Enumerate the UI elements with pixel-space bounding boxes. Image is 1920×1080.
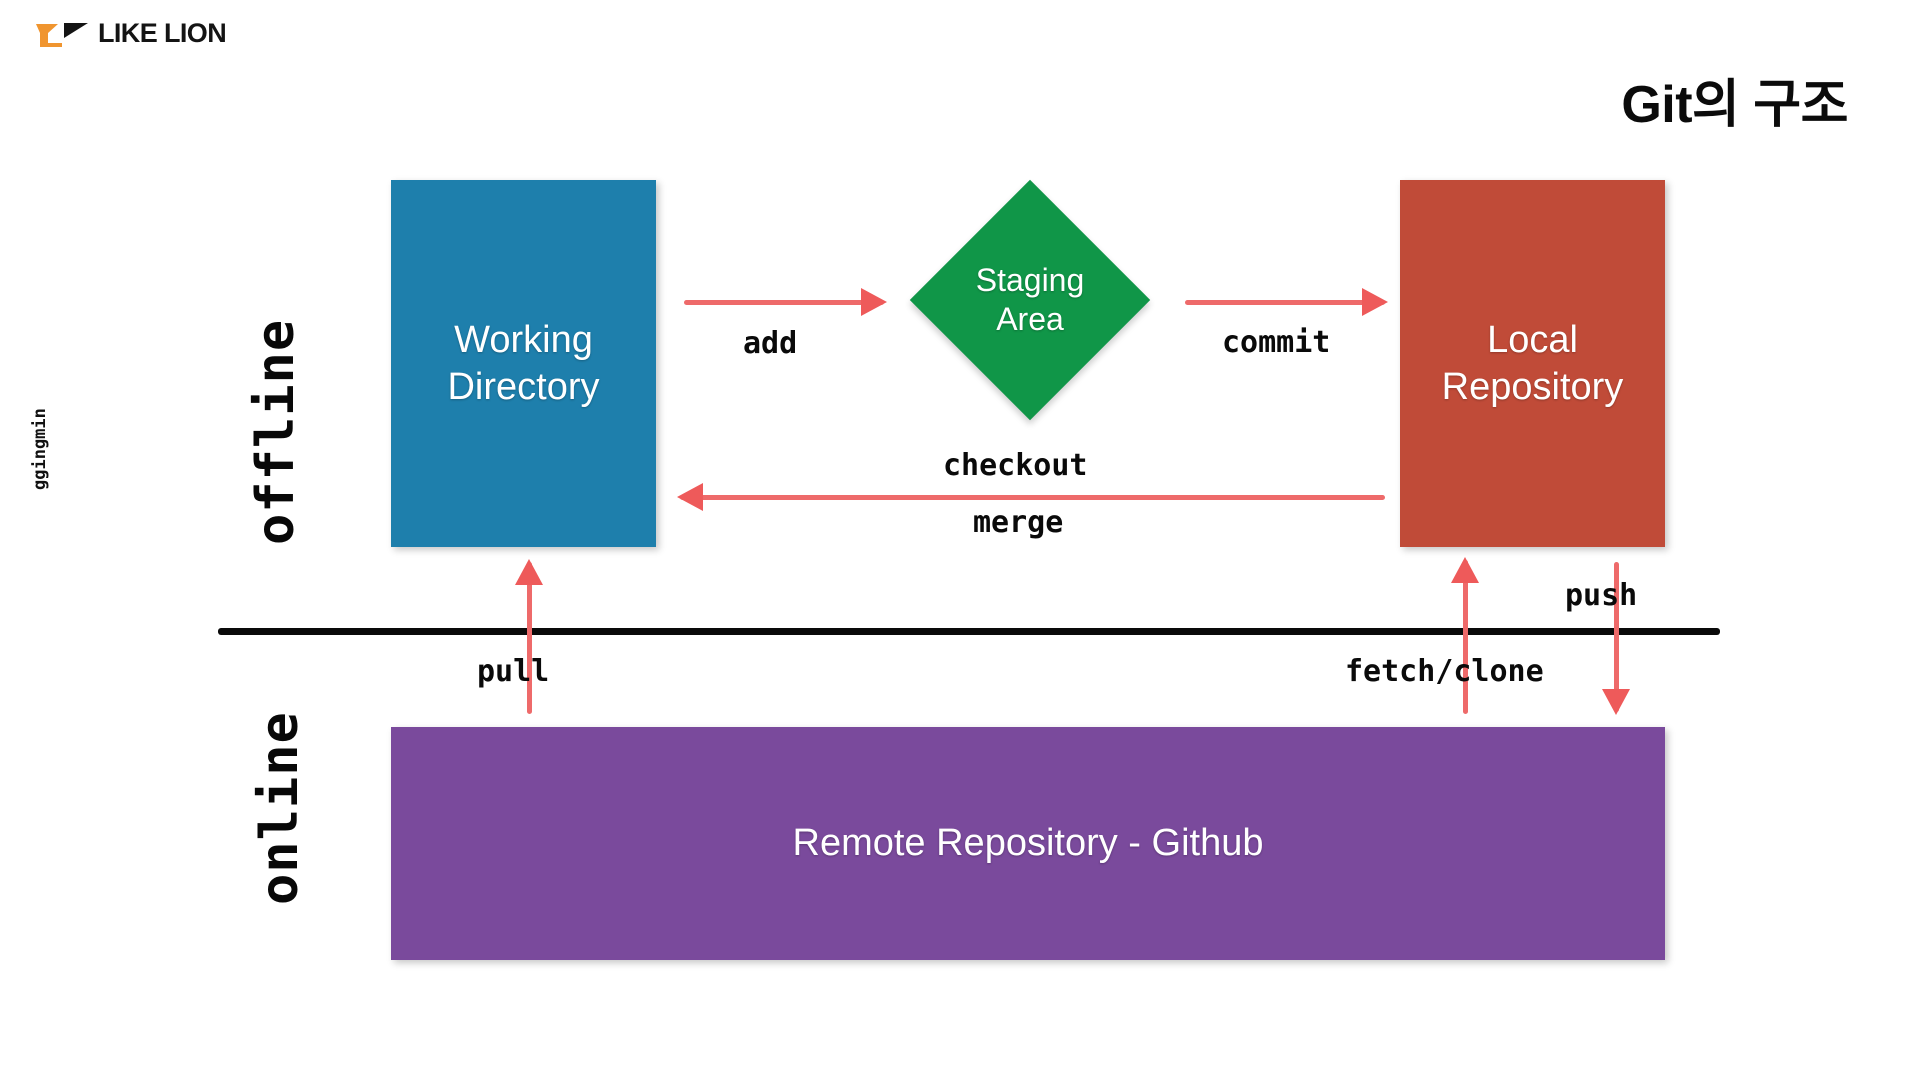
node-staging-area-label: Staging Area — [975, 261, 1085, 337]
arrow-commit-shaft — [1185, 300, 1385, 305]
page-title: Git의 구조 — [1621, 76, 1848, 134]
author-watermark: ggingmin — [30, 408, 50, 490]
section-label-online: online — [250, 711, 310, 905]
arrow-pull — [515, 559, 543, 714]
arrow-fetch-clone — [1451, 557, 1479, 714]
node-local-repository[interactable]: Local Repository — [1400, 180, 1665, 547]
arrow-checkout-merge-head-icon — [677, 483, 703, 511]
arrow-add — [684, 288, 887, 316]
arrow-commit-head-icon — [1362, 288, 1388, 316]
brand-logo: LIKE LION — [36, 18, 227, 49]
node-remote-repository-label: Remote Repository - Github — [792, 822, 1264, 865]
arrow-pull-head-icon — [515, 559, 543, 585]
command-label-commit: commit — [1222, 325, 1331, 360]
arrow-checkout-merge — [677, 483, 1385, 511]
command-label-pull: pull — [477, 654, 550, 689]
arrow-push-head-icon — [1602, 689, 1630, 715]
arrow-pull-shaft — [527, 562, 532, 714]
logo-black-triangle-icon — [64, 22, 88, 38]
command-label-add: add — [743, 326, 798, 361]
arrow-fetch-clone-head-icon — [1451, 557, 1479, 583]
node-remote-repository[interactable]: Remote Repository - Github — [391, 727, 1665, 960]
node-working-directory[interactable]: Working Directory — [391, 180, 656, 547]
arrow-add-shaft — [684, 300, 884, 305]
node-staging-area[interactable]: Staging Area — [909, 179, 1151, 421]
offline-online-divider — [218, 628, 1720, 635]
logo-orange-shape-icon — [36, 23, 62, 47]
command-label-checkout: checkout — [943, 448, 1088, 483]
arrow-checkout-merge-shaft — [680, 495, 1385, 500]
node-local-repository-label: Local Repository — [1441, 319, 1624, 408]
arrow-push — [1602, 562, 1630, 715]
arrow-fetch-clone-shaft — [1463, 560, 1468, 714]
section-label-offline: offline — [246, 318, 306, 545]
arrow-push-shaft — [1614, 562, 1619, 712]
arrow-commit — [1185, 288, 1388, 316]
node-working-directory-label: Working Directory — [447, 319, 600, 408]
arrow-add-head-icon — [861, 288, 887, 316]
command-label-merge: merge — [973, 505, 1064, 540]
brand-name: LIKE LION — [98, 18, 227, 48]
command-label-fetch-clone: fetch/clone — [1345, 654, 1544, 689]
command-label-push: push — [1565, 578, 1638, 613]
like-lion-mark-icon — [36, 19, 88, 49]
